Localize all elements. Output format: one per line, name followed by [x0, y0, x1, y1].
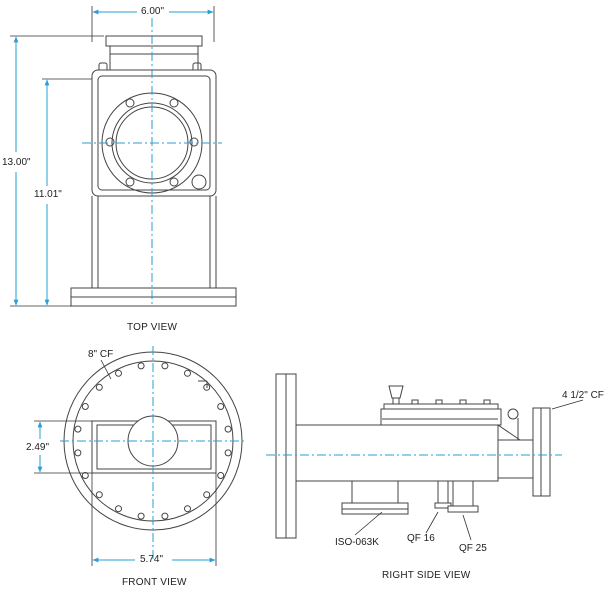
bolt-hole — [224, 449, 232, 457]
front-height-dimension: 2.49" — [26, 442, 50, 453]
top-inner-height-dimension: 11.01" — [34, 189, 62, 200]
bolt-hole — [184, 369, 191, 377]
bolt-hole — [217, 472, 225, 479]
flange-bolt-holes — [74, 362, 232, 520]
qf25-port — [452, 480, 474, 507]
iso-port-flange — [341, 502, 409, 510]
bolt-hole — [137, 362, 145, 370]
bolt-hole — [161, 362, 169, 370]
top-flange-outer — [105, 35, 203, 47]
qf16-port — [437, 480, 449, 504]
bolt-hole — [203, 491, 211, 499]
top-view-title: TOP VIEW — [127, 322, 178, 333]
bolt-hole — [74, 449, 82, 457]
side-hinge — [507, 408, 519, 420]
bolt-hole — [184, 505, 191, 513]
valve-handle — [388, 385, 404, 399]
bolt-hole — [224, 425, 232, 433]
bolt-hole — [95, 491, 103, 499]
bolt-hole — [217, 403, 225, 410]
bolt-hole — [161, 512, 169, 520]
base-flange-bottom — [70, 296, 237, 307]
bolt-hole — [115, 369, 122, 377]
front-view-drawing — [34, 346, 246, 566]
top-width-dimension: 6.00" — [141, 6, 165, 17]
top-overall-height-dimension: 13.00" — [2, 157, 31, 168]
bolt-hole — [115, 505, 122, 513]
base-flange-top — [70, 287, 237, 298]
front-flange-label: 8" CF — [88, 349, 114, 360]
bolt-hole — [74, 425, 82, 433]
side-view-title: RIGHT SIDE VIEW — [382, 570, 471, 581]
bolt-hole — [95, 383, 103, 391]
side-main-tube — [295, 424, 499, 482]
bonnet-plate — [380, 408, 502, 426]
top-view-drawing — [10, 6, 237, 307]
side-qf16-port-label: QF 16 — [407, 533, 435, 544]
side-left-flange-b — [285, 373, 297, 539]
front-width-dimension: 5.74" — [140, 554, 164, 565]
front-view-title: FRONT VIEW — [122, 577, 187, 588]
top-flange-inner — [109, 45, 199, 55]
side-flange-label: 4 1/2" CF — [562, 390, 604, 401]
side-qf25-port-label: QF 25 — [459, 543, 487, 554]
bolt-hole — [81, 403, 89, 410]
actuator-knob — [191, 174, 207, 190]
side-left-flange-a — [275, 373, 287, 539]
side-right-flange-b — [540, 407, 551, 497]
side-iso-port-label: ISO-063K — [335, 537, 379, 548]
side-right-flange-a — [532, 407, 542, 497]
gate-housing — [91, 69, 217, 197]
side-view-drawing — [266, 373, 584, 541]
bolt-hole — [137, 512, 145, 520]
bolt-hole — [81, 472, 89, 479]
iso-port-neck — [351, 480, 399, 504]
